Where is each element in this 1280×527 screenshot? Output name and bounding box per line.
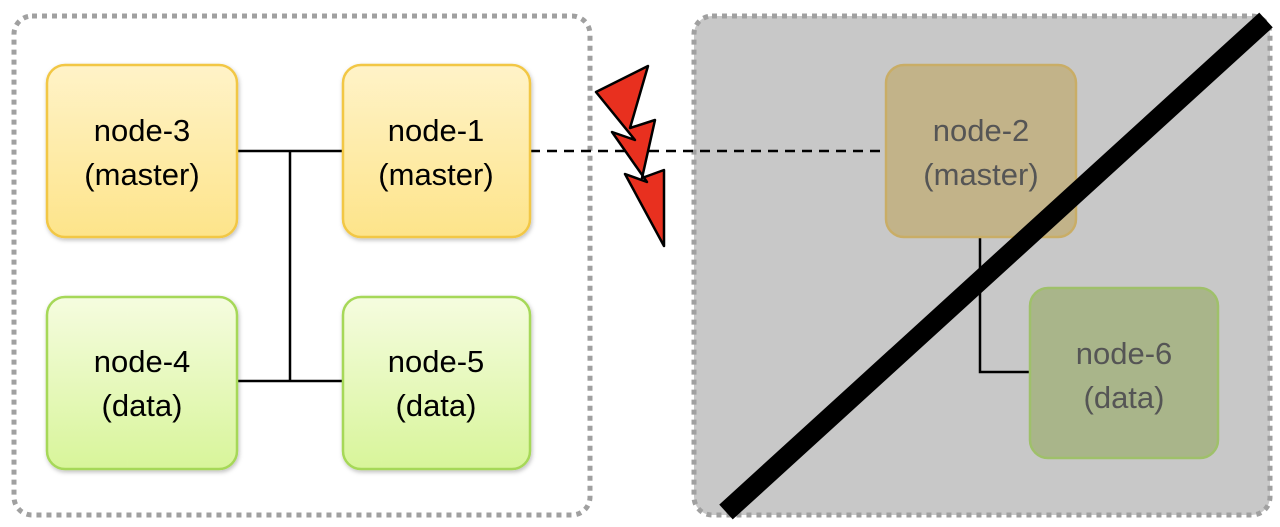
- node-1-name: node-1: [388, 113, 485, 148]
- node-3-box: [45, 63, 239, 239]
- node-5-role: (data): [396, 388, 477, 423]
- node-1-box: [341, 63, 532, 239]
- node-5-name: node-5: [388, 344, 485, 379]
- node-5-box: [341, 295, 532, 471]
- lightning-bolt-icon: [594, 64, 666, 248]
- failed-cluster-strike-line: [719, 12, 1273, 520]
- node-6-role: (data): [1084, 380, 1165, 415]
- node-2-role: (master): [923, 157, 1038, 192]
- node-3: [45, 63, 239, 239]
- node-5: [341, 295, 532, 471]
- node-4-box: [45, 295, 239, 471]
- node-1-role: (master): [378, 157, 493, 192]
- left-connections: [237, 149, 343, 383]
- node-4-role: (data): [102, 388, 183, 423]
- node-1: [341, 63, 532, 239]
- node-6-name: node-6: [1076, 336, 1173, 371]
- node-3-role: (master): [84, 157, 199, 192]
- node-4: [45, 295, 239, 471]
- node-6-box: [1028, 286, 1220, 460]
- node-4-name: node-4: [94, 344, 191, 379]
- node-2-name: node-2: [933, 113, 1030, 148]
- node-3-name: node-3: [94, 113, 191, 148]
- node-2-box: [884, 63, 1078, 239]
